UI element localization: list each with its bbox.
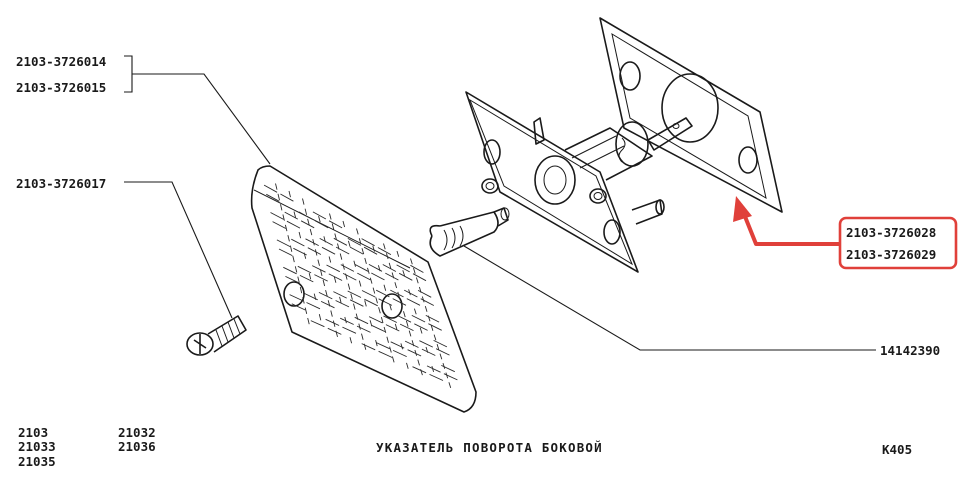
- callout-screw: 2103-3726017: [16, 176, 106, 191]
- socket-holder-drawing: [465, 91, 693, 273]
- highlight-arrow-head: [733, 196, 752, 222]
- callout-holder-2: 2103-3726029: [846, 247, 936, 262]
- bulb-drawing: [429, 207, 510, 257]
- callout-bulb: 14142390: [880, 343, 940, 358]
- page-title: УКАЗАТЕЛЬ ПОВОРОТА БОКОВОЙ: [376, 440, 603, 455]
- lens-hatch: [263, 183, 458, 389]
- leader-lines: [124, 55, 876, 351]
- highlight-annotation: [733, 196, 958, 270]
- model-21035: 21035: [18, 454, 56, 469]
- page-code: К405: [882, 442, 912, 457]
- callout-lens-2: 2103-3726015: [16, 80, 106, 95]
- model-21033: 21033: [18, 439, 56, 454]
- highlight-arrow: [742, 213, 840, 246]
- model-21036: 21036: [118, 439, 156, 454]
- callout-lens-1: 2103-3726014: [16, 54, 106, 69]
- lens-drawing: [250, 165, 477, 413]
- gasket-drawing: [599, 17, 783, 213]
- screw-drawing: [186, 315, 247, 356]
- model-21032: 21032: [118, 425, 156, 440]
- callout-holder-1: 2103-3726028: [846, 225, 936, 240]
- model-2103: 2103: [18, 425, 48, 440]
